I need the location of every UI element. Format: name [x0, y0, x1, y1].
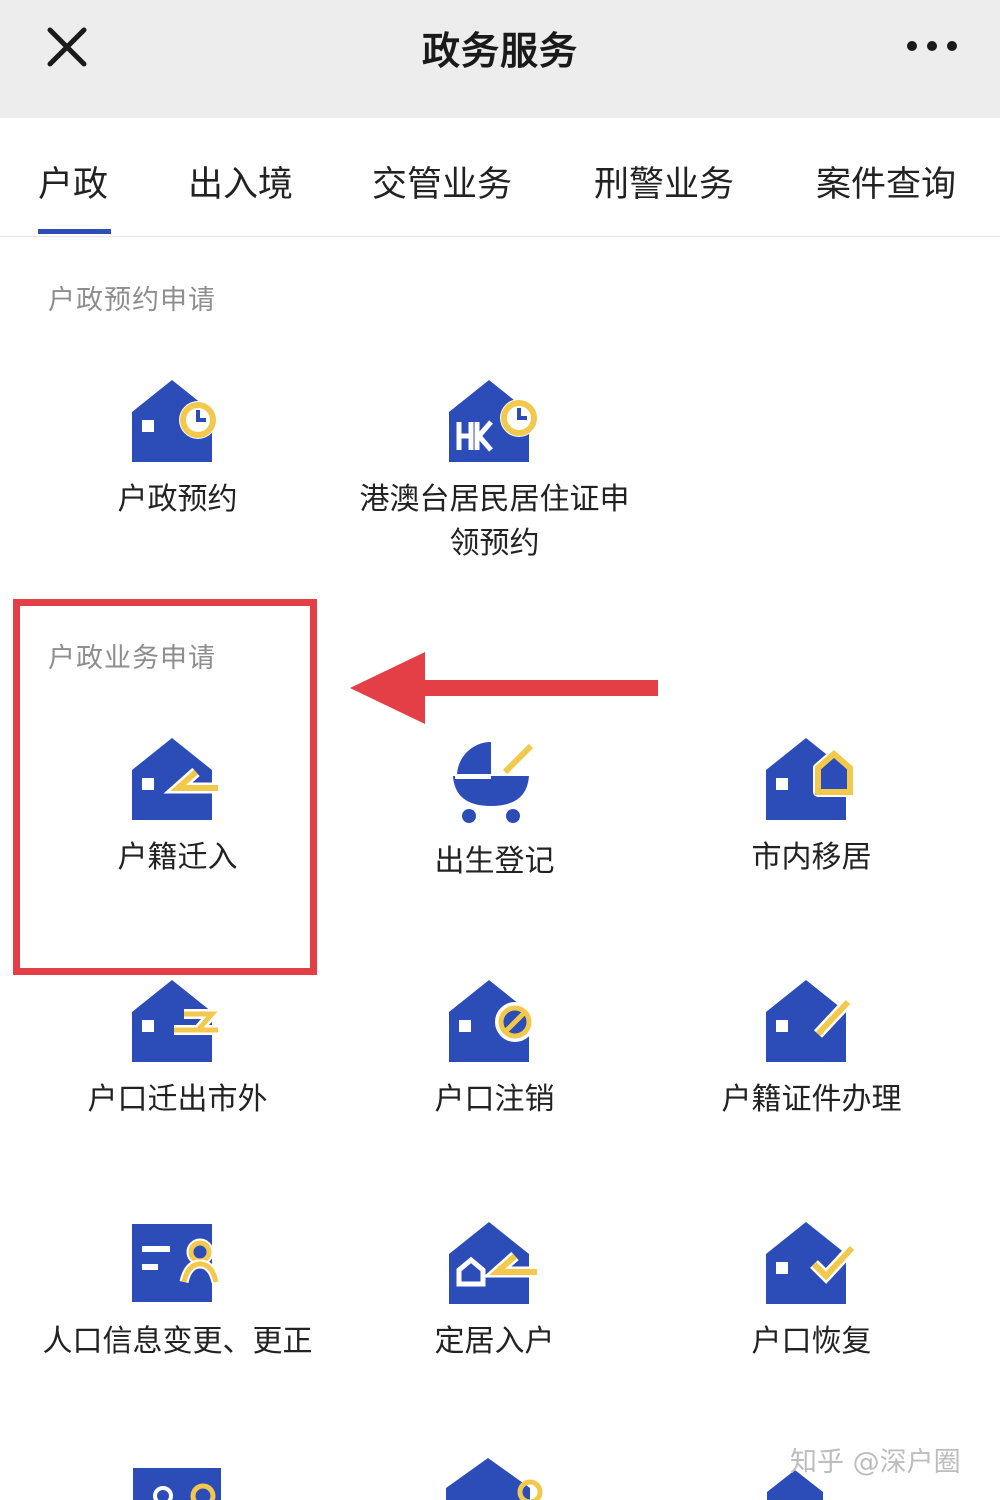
house-move-out-icon [131, 980, 223, 1062]
house-cancel-icon [448, 980, 535, 1062]
house-settle-icon [448, 1222, 537, 1304]
tile-birth-registration[interactable]: 出生登记 [336, 736, 653, 884]
tile-label: 户籍证件办理 [721, 1082, 902, 1117]
tile-label: 市内移居 [751, 840, 872, 875]
tab-bar: 户政 出入境 交管业务 刑警业务 案件查询 [0, 118, 1000, 237]
tile-settle-registration[interactable]: 定居入户 [336, 1220, 653, 1364]
tile-household-restore[interactable]: 户口恢复 [653, 1220, 970, 1364]
tile-label: 港澳台居民居住证申领预约 [359, 482, 630, 561]
house-relocate-icon [765, 738, 855, 820]
tile-label: 出生登记 [434, 844, 555, 879]
tab-xingjing[interactable]: 刑警业务 [594, 165, 735, 205]
tile-household-documents[interactable]: 户籍证件办理 [653, 978, 970, 1122]
tile-hmt-residence-appointment[interactable]: 港澳台居民居住证申领预约 [336, 378, 653, 566]
watermark: 知乎 @深户圈 [790, 1447, 961, 1478]
top-bar: 政务服务 [0, 0, 1000, 119]
tab-huzheng[interactable]: 户政 [38, 165, 109, 205]
tile-intra-city-relocation[interactable]: 市内移居 [653, 736, 970, 880]
tile-label: 定居入户 [434, 1324, 555, 1359]
active-tab-indicator [38, 229, 111, 234]
partial-card-icon [133, 1468, 221, 1500]
tile-label: 户政预约 [117, 482, 238, 517]
id-card-person-icon [131, 1224, 220, 1302]
tile-household-move-in[interactable]: 户籍迁入 [19, 736, 336, 880]
house-hk-clock-icon [448, 380, 538, 462]
tab-anjian[interactable]: 案件查询 [816, 165, 957, 205]
house-clock-icon [131, 380, 217, 462]
section-title-business: 户政业务申请 [48, 643, 216, 674]
tile-household-move-out[interactable]: 户口迁出市外 [19, 978, 336, 1122]
house-pen-icon [765, 980, 852, 1062]
more-icon[interactable] [900, 26, 964, 66]
stroller-icon [452, 742, 535, 823]
tab-jiaoguan[interactable]: 交管业务 [372, 165, 513, 205]
partial-house-icon-2 [767, 1470, 823, 1500]
tile-household-cancellation[interactable]: 户口注销 [336, 978, 653, 1122]
house-move-in-icon [131, 738, 218, 820]
tile-label: 户口恢复 [751, 1324, 872, 1359]
arrow-left-icon [350, 652, 658, 724]
tile-label: 户籍迁入 [117, 840, 238, 875]
tile-population-info-change[interactable]: 人口信息变更、更正 [19, 1220, 336, 1364]
section-title-appointment: 户政预约申请 [48, 285, 216, 316]
tile-label: 户口迁出市外 [87, 1082, 268, 1117]
tile-label: 户口注销 [434, 1082, 555, 1117]
page-title: 政务服务 [421, 29, 578, 73]
tab-churujing[interactable]: 出入境 [188, 165, 294, 205]
tile-label: 人口信息变更、更正 [42, 1324, 313, 1359]
close-icon[interactable] [44, 24, 90, 70]
tile-huzheng-appointment[interactable]: 户政预约 [19, 378, 336, 522]
highlight-box [13, 599, 317, 975]
partial-house-icon [446, 1458, 543, 1500]
house-check-icon [765, 1222, 856, 1304]
